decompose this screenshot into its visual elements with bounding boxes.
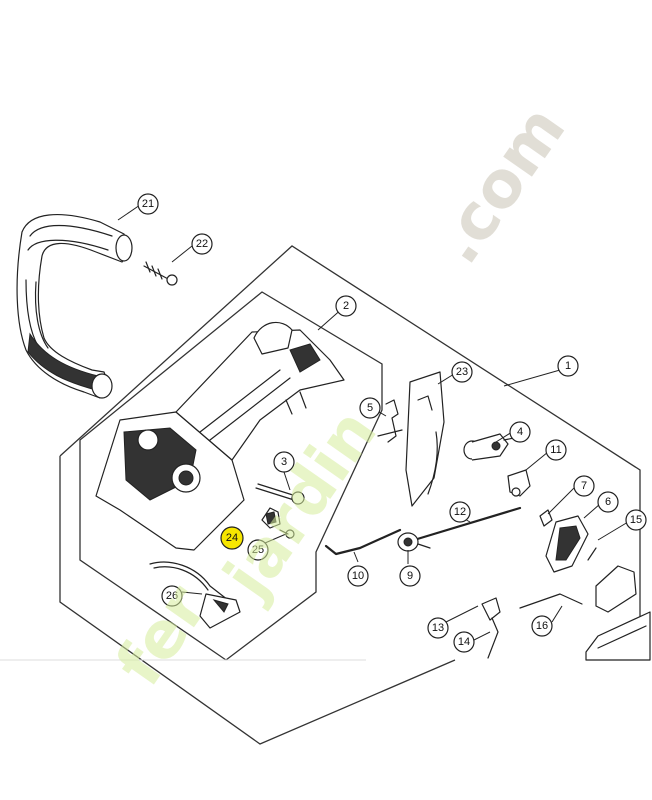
callout-12: 12 bbox=[449, 501, 471, 523]
callout-11: 11 bbox=[545, 439, 567, 461]
svg-text:21: 21 bbox=[142, 198, 154, 210]
svg-text:5: 5 bbox=[367, 402, 373, 414]
svg-text:24: 24 bbox=[226, 532, 238, 544]
callout-7: 7 bbox=[573, 475, 595, 497]
callout-6: 6 bbox=[597, 491, 619, 513]
trigger-26 bbox=[149, 561, 241, 629]
svg-text:12: 12 bbox=[454, 506, 466, 518]
handle-piece bbox=[585, 611, 651, 661]
callout-22: 22 bbox=[191, 233, 213, 255]
lever-15 bbox=[587, 547, 637, 613]
svg-text:6: 6 bbox=[605, 496, 611, 508]
callout-4: 4 bbox=[509, 421, 531, 443]
svg-text:26: 26 bbox=[166, 590, 178, 602]
callout-5: 5 bbox=[359, 397, 381, 419]
svg-text:16: 16 bbox=[536, 620, 548, 632]
callout-1: 1 bbox=[557, 355, 579, 377]
svg-text:13: 13 bbox=[432, 622, 444, 634]
handlebar-tube bbox=[16, 213, 133, 399]
rod-14 bbox=[487, 617, 499, 659]
spring-16 bbox=[519, 593, 583, 609]
bracket-5 bbox=[377, 399, 403, 443]
svg-text:3: 3 bbox=[281, 456, 287, 468]
svg-text:fer: fer bbox=[102, 572, 222, 699]
bolt-3 bbox=[255, 483, 305, 505]
svg-text:14: 14 bbox=[458, 636, 470, 648]
callout-14: 14 bbox=[453, 631, 475, 653]
rod-10 bbox=[324, 528, 402, 556]
connector-9 bbox=[397, 532, 431, 552]
callout-3: 3 bbox=[273, 451, 295, 473]
clip-24 bbox=[261, 507, 281, 529]
callout-9: 9 bbox=[399, 565, 421, 587]
callout-2: 2 bbox=[335, 295, 357, 317]
svg-text:23: 23 bbox=[456, 366, 468, 378]
svg-text:4: 4 bbox=[517, 426, 523, 438]
tank-housing bbox=[95, 321, 345, 551]
callout-25: 25 bbox=[247, 539, 269, 561]
svg-text:9: 9 bbox=[407, 570, 413, 582]
callout-23: 23 bbox=[451, 361, 473, 383]
callout-26: 26 bbox=[161, 585, 183, 607]
callout-10: 10 bbox=[347, 565, 369, 587]
svg-text:15: 15 bbox=[630, 514, 642, 526]
svg-text:.com: .com bbox=[420, 93, 580, 277]
part-13 bbox=[481, 597, 501, 621]
inner-frame bbox=[79, 291, 383, 661]
trigger-6 bbox=[545, 515, 589, 573]
lever-11 bbox=[507, 469, 531, 497]
callout-21: 21 bbox=[137, 193, 159, 215]
callout-13: 13 bbox=[427, 617, 449, 639]
svg-text:11: 11 bbox=[550, 444, 561, 456]
svg-text:2: 2 bbox=[343, 300, 349, 312]
part-7 bbox=[539, 509, 553, 527]
callout-15: 15 bbox=[625, 509, 647, 531]
shaft-4 bbox=[463, 433, 515, 461]
svg-text:22: 22 bbox=[196, 238, 208, 250]
svg-text:10: 10 bbox=[352, 570, 364, 582]
outer-frame bbox=[59, 245, 641, 745]
svg-text:25: 25 bbox=[252, 544, 264, 556]
svg-text:1: 1 bbox=[565, 360, 571, 372]
svg-text:7: 7 bbox=[581, 480, 587, 492]
callout-24: 24 bbox=[220, 526, 244, 550]
watermark: fer jardin .com bbox=[102, 93, 580, 699]
plate-23 bbox=[405, 371, 445, 507]
callout-16: 16 bbox=[531, 615, 553, 637]
rod-12 bbox=[412, 506, 522, 542]
screw-22 bbox=[143, 261, 178, 286]
